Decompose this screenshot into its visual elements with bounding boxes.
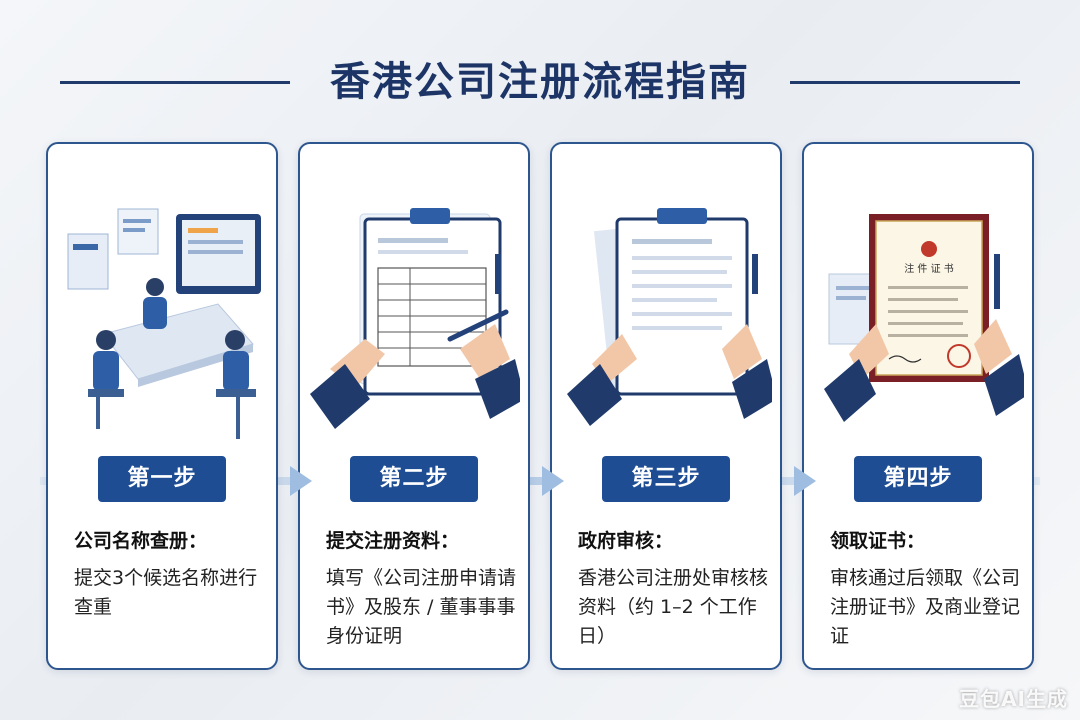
step-title: 政府审核： bbox=[578, 530, 674, 552]
watermark: 豆包AI生成 bbox=[959, 687, 1068, 711]
step-badge: 第四步 bbox=[854, 456, 982, 502]
step-badge: 第一步 bbox=[98, 456, 226, 502]
title-row: 香港公司注册流程指南 bbox=[0, 52, 1080, 112]
step-badge: 第三步 bbox=[602, 456, 730, 502]
title-rule-right bbox=[790, 81, 1020, 84]
flow-line bbox=[40, 477, 1040, 485]
certificate-heading: 注 件 证 书 bbox=[904, 262, 954, 275]
page-title: 香港公司注册流程指南 bbox=[330, 59, 750, 105]
clipboard-form-illustration-icon bbox=[310, 208, 520, 429]
step-title: 公司名称查册： bbox=[74, 530, 208, 552]
step-title: 领取证书： bbox=[830, 530, 926, 552]
flow-arrow-icon bbox=[794, 466, 816, 496]
step-card-4: 注 件 证 书 第四步 领取证书： 审核通过后领取《公司注册证书》及商业登记证 bbox=[802, 142, 1034, 670]
document-review-illustration-icon bbox=[567, 208, 772, 426]
step-description: 填写《公司注册申请请书》及股东 / 董事事事身份证明 bbox=[326, 567, 517, 647]
step-description: 审核通过后领取《公司注册证书》及商业登记证 bbox=[830, 567, 1021, 647]
flow-arrow-icon bbox=[290, 466, 312, 496]
certificate-illustration-icon: 注 件 证 书 bbox=[824, 214, 1024, 422]
meeting-illustration-icon bbox=[67, 208, 261, 439]
title-rule-left bbox=[60, 81, 290, 84]
step-title: 提交注册资料： bbox=[326, 530, 460, 552]
step-card-1: 第一步 公司名称查册： 提交3个候选名称进行查重 bbox=[46, 142, 278, 670]
step-card-3: 第三步 政府审核： 香港公司注册处审核核资料（约 1–2 个工作日） bbox=[550, 142, 782, 670]
step-badge: 第二步 bbox=[350, 456, 478, 502]
step-description: 香港公司注册处审核核资料（约 1–2 个工作日） bbox=[578, 567, 769, 647]
step-description: 提交3个候选名称进行查重 bbox=[74, 567, 258, 618]
flow-arrow-icon bbox=[542, 466, 564, 496]
step-card-2: 第二步 提交注册资料： 填写《公司注册申请请书》及股东 / 董事事事身份证明 bbox=[298, 142, 530, 670]
